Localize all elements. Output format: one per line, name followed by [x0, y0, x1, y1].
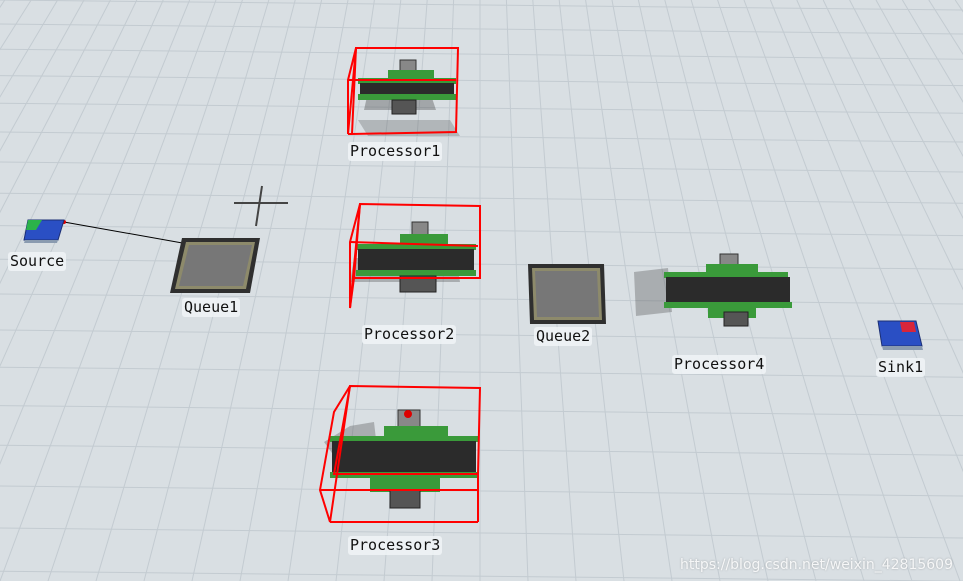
source-label: Source	[8, 252, 67, 271]
watermark-text: https://blog.csdn.net/weixin_42815609	[679, 557, 953, 573]
crosshair-cursor-icon	[234, 185, 288, 227]
processor2-label: Processor2	[362, 325, 457, 344]
processor4-object[interactable]	[628, 250, 798, 330]
queue2-object[interactable]	[526, 262, 608, 326]
processor4-label: Processor4	[672, 355, 767, 374]
sink1-object[interactable]	[874, 318, 926, 352]
processor1-object[interactable]	[340, 42, 464, 138]
queue2-label: Queue2	[534, 327, 593, 346]
processor1-label: Processor1	[348, 142, 443, 161]
sink1-label: Sink1	[876, 358, 926, 377]
queue1-label: Queue1	[182, 298, 241, 317]
processor3-object[interactable]	[310, 382, 486, 532]
processor2-object[interactable]	[340, 202, 486, 312]
source-object[interactable]	[22, 216, 68, 244]
queue1-object[interactable]	[168, 236, 264, 296]
processor3-label: Processor3	[348, 536, 443, 555]
